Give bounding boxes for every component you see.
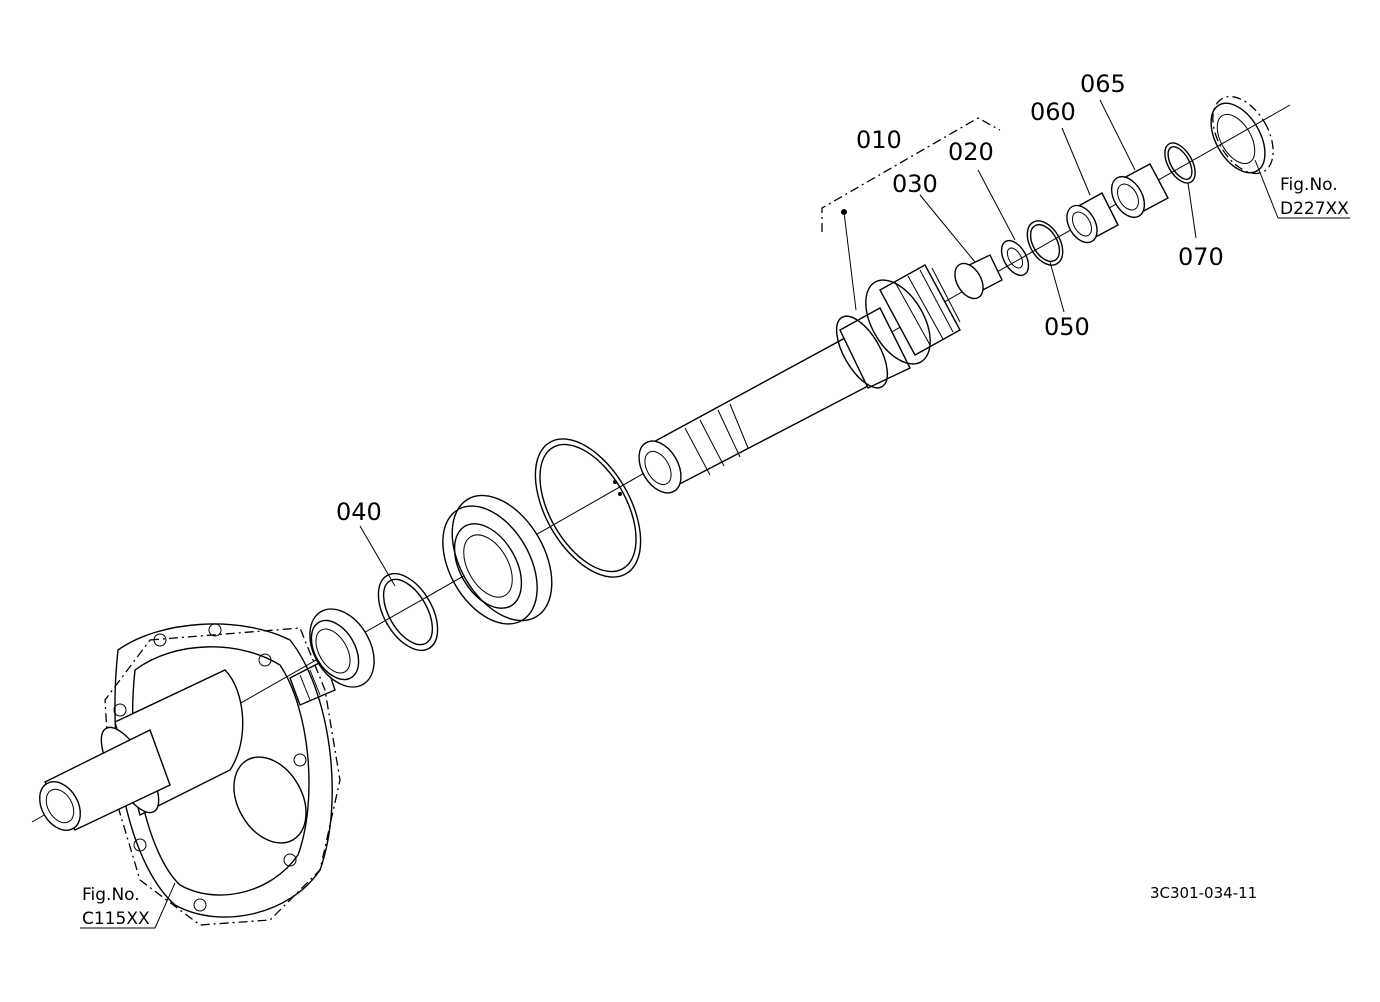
part-010-label: 010	[856, 126, 902, 154]
part-020-label: 020	[948, 138, 994, 166]
ring-gear	[1210, 95, 1274, 175]
oil-seal	[309, 608, 375, 688]
ref-top-right-line1: Fig.No.	[1280, 175, 1338, 195]
part-050-label: 050	[1044, 313, 1090, 341]
part-030-collar	[919, 194, 1003, 300]
ref-bottom-left-leader	[154, 882, 176, 929]
part-010-shaft	[638, 264, 961, 494]
part-070-ring	[1164, 142, 1197, 239]
part-060-needle-bearing	[1061, 127, 1119, 244]
part-010-leader	[843, 211, 857, 311]
part-020-washer	[977, 169, 1030, 277]
ref-bottom-left-line1: Fig.No.	[82, 885, 140, 905]
part-065-label: 065	[1080, 70, 1126, 98]
ref-top-right-leader	[1254, 159, 1279, 219]
part-060-label: 060	[1030, 98, 1076, 126]
ref-bottom-left-line2: C115XX	[82, 909, 150, 929]
large-shim	[534, 438, 642, 578]
housing-assembly	[39, 623, 341, 926]
part-065-needle-bearing	[1099, 99, 1169, 218]
part-030-label: 030	[892, 170, 938, 198]
ball-bearing	[442, 494, 553, 625]
part-040-ring	[377, 572, 439, 652]
part-040-label: 040	[336, 498, 382, 526]
ref-top-right-line2: D227XX	[1280, 199, 1349, 219]
part-040-leader	[359, 525, 396, 587]
drawing-code: 3C301-034-11	[1150, 884, 1257, 902]
part-070-label: 070	[1178, 243, 1224, 271]
part-010-bracket	[821, 117, 1001, 232]
part-050-ring	[1026, 220, 1065, 313]
